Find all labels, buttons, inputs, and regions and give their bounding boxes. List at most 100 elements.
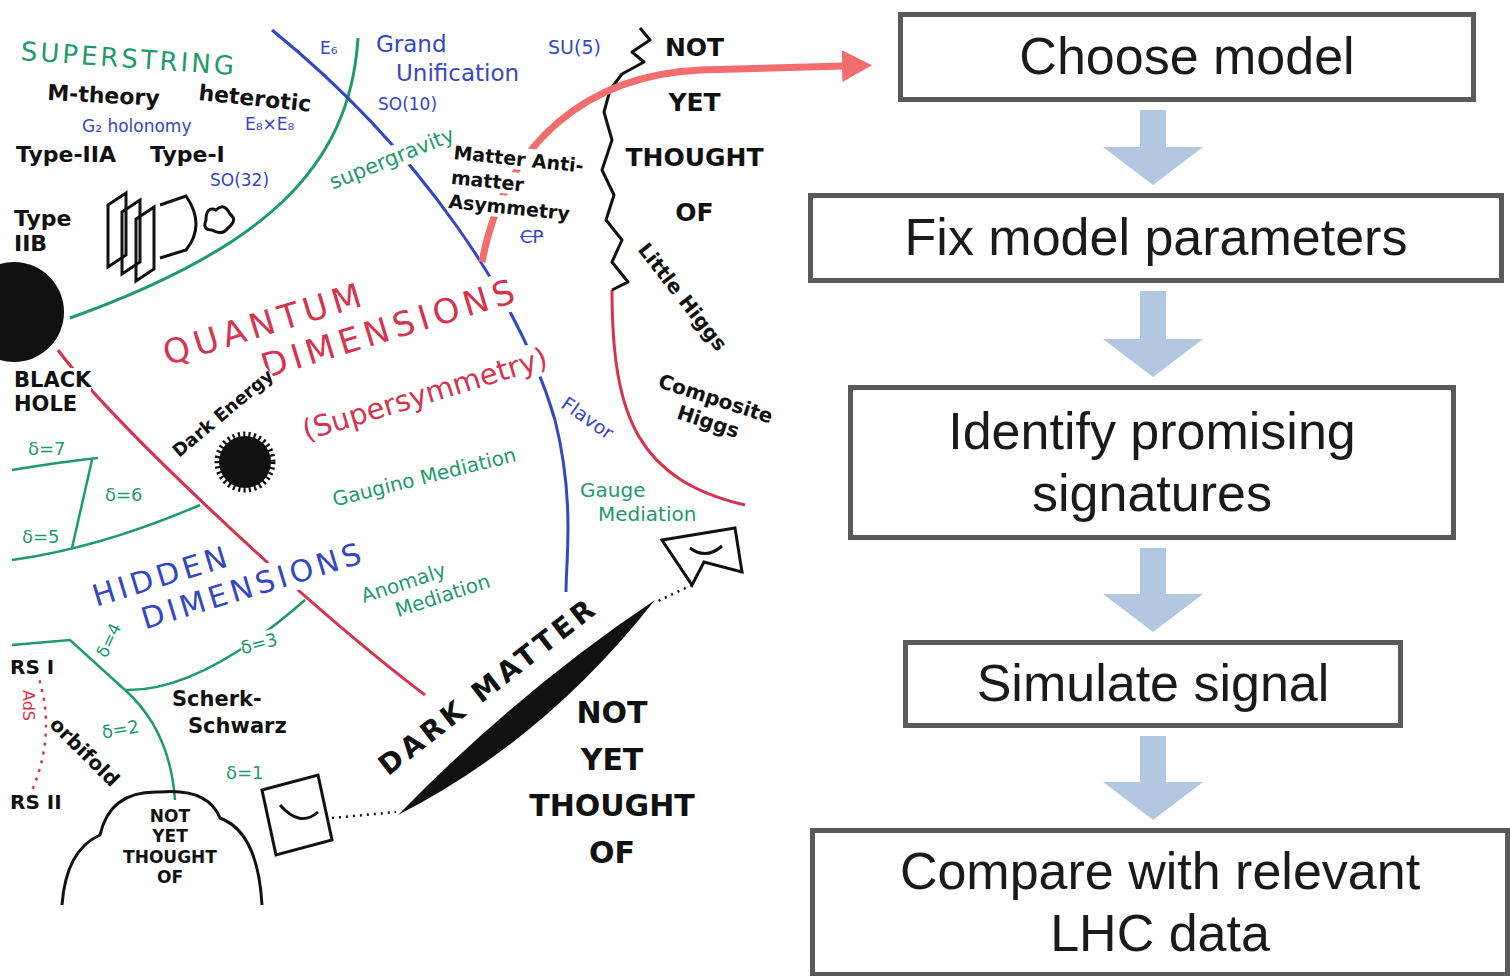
- map-label: HIDDEN DIMENSIONS: [88, 535, 369, 636]
- flow-arrow: [1140, 736, 1166, 782]
- map-label: NOT YET THOUGHT OF: [529, 695, 695, 870]
- map-label: G₂ holonomy: [82, 116, 192, 136]
- process-box: Identify promising signatures: [848, 385, 1456, 540]
- process-box: Fix model parameters: [808, 193, 1504, 283]
- map-label-holder: Type-IIA: [16, 142, 116, 168]
- map-label: δ=1: [226, 762, 264, 783]
- map-label: Type-I: [150, 142, 225, 167]
- delta-cell-line: [72, 460, 92, 548]
- map-label: NOT YET THOUGHT OF: [625, 33, 763, 227]
- map-label: Anomaly Mediation: [358, 558, 493, 622]
- map-label-holder: Composite Higgs: [645, 368, 779, 452]
- map-label: Grand Unification: [376, 31, 519, 86]
- delta-cell-line: [12, 505, 200, 560]
- map-label: δ=5: [22, 526, 60, 547]
- map-label-holder: SU(5): [548, 36, 601, 59]
- map-label: SO(10): [378, 94, 437, 114]
- map-label: M-theory: [47, 80, 161, 111]
- map-label-holder: NOT YET THOUGHT OF: [622, 20, 767, 240]
- map-label: Gauge Mediation: [580, 478, 696, 526]
- map-label: BLACK HOLE: [14, 368, 91, 416]
- map-label: δ=7: [28, 438, 66, 459]
- map-label: Gaugino Mediation: [330, 442, 519, 511]
- unknown-region-outline: [62, 792, 262, 905]
- map-label: RS I: [10, 655, 54, 679]
- map-label-holder: Anomaly Mediation: [358, 533, 533, 631]
- map-label-holder: E₈×E₈: [245, 114, 294, 134]
- map-label: Composite Higgs: [655, 369, 776, 443]
- map-label-holder: CP: [520, 226, 543, 248]
- map-label-holder: RS II: [10, 790, 62, 814]
- map-label: RS II: [10, 790, 62, 814]
- process-box: Choose model: [898, 12, 1476, 102]
- string-sketch: [656, 528, 742, 602]
- black-hole: [0, 262, 64, 362]
- map-label: NOT YET THOUGHT OF: [123, 806, 217, 887]
- map-label-holder: Type IIB: [14, 206, 84, 257]
- map-label-holder: δ=2: [100, 715, 141, 743]
- map-label-holder: SO(32): [210, 170, 269, 190]
- map-label-holder: δ=5: [22, 526, 60, 548]
- map-label: CP: [520, 226, 543, 247]
- map-label: δ=6: [105, 484, 143, 505]
- map-label-holder: Gaugino Mediation: [330, 442, 519, 511]
- map-label-holder: E₆: [320, 38, 338, 58]
- map-label: heterotic: [197, 80, 312, 117]
- map-label: Matter Anti-matter Asymmetry: [447, 141, 584, 225]
- map-label-holder: Matter Anti-matter Asymmetry: [447, 140, 606, 230]
- delta-cell-line: [125, 690, 175, 800]
- map-label: SUPERSTRING: [20, 36, 238, 81]
- map-label-holder: Flavor: [557, 392, 618, 444]
- map-label: δ=2: [100, 715, 141, 742]
- flow-arrow: [1140, 548, 1166, 594]
- map-label: E₈×E₈: [245, 114, 294, 134]
- map-label-holder: δ=3: [238, 628, 280, 659]
- map-label: SU(5): [548, 36, 601, 58]
- box-text: Identify promising signatures: [873, 401, 1431, 524]
- map-label-holder: RS I: [10, 655, 54, 679]
- map-label: Type-IIA: [16, 142, 116, 167]
- map-label: supergravity: [326, 122, 458, 194]
- map-label-holder: Grand Unification: [376, 30, 566, 88]
- map-label-holder: BLACK HOLE: [14, 368, 104, 416]
- box-text: Compare with relevant LHC data: [865, 841, 1455, 964]
- brane-sketch: [108, 193, 234, 281]
- box-text: Fix model parameters: [905, 207, 1408, 268]
- map-label-holder: δ=7: [28, 438, 66, 460]
- map-label-holder: QUANTUM DIMENSIONS: [158, 212, 584, 413]
- flow-arrow: [1140, 291, 1166, 339]
- map-label-holder: NOT YET THOUGHT OF: [522, 690, 702, 876]
- map-label-holder: heterotic: [197, 80, 312, 118]
- map-label-holder: HIDDEN DIMENSIONS: [88, 491, 401, 649]
- box-text: Choose model: [1019, 26, 1354, 87]
- superstring-boundary: [70, 38, 358, 318]
- delta-cell-line: [12, 458, 98, 470]
- map-label-holder: δ=1: [226, 762, 264, 784]
- string-sketch: [262, 775, 396, 855]
- map-label: Scherk-Schwarz: [172, 687, 287, 738]
- map-label-holder: SUPERSTRING: [20, 36, 238, 82]
- dark-energy-blob: [219, 436, 271, 488]
- map-label-holder: SO(10): [378, 94, 437, 114]
- map-label: Type IIB: [14, 206, 71, 256]
- map-label: Little Higgs: [633, 238, 732, 355]
- map-label-holder: M-theory: [47, 80, 161, 112]
- map-label-holder: Little Higgs: [633, 238, 732, 355]
- map-label: Flavor: [557, 392, 618, 444]
- process-box: Simulate signal: [903, 640, 1403, 728]
- flow-arrow: [1140, 110, 1166, 147]
- map-label-holder: Scherk-Schwarz: [172, 686, 313, 741]
- map-label: δ=4: [92, 620, 125, 661]
- map-label-holder: Type-I: [150, 142, 225, 168]
- map-label-holder: NOT YET THOUGHT OF: [120, 806, 220, 888]
- process-box: Compare with relevant LHC data: [810, 828, 1510, 976]
- map-label-holder: δ=4: [92, 620, 125, 661]
- map-label-holder: G₂ holonomy: [82, 116, 192, 136]
- map-label: SO(32): [210, 170, 269, 190]
- map-label-holder: Gauge Mediation: [580, 478, 738, 526]
- map-label: E₆: [320, 38, 338, 58]
- map-label: δ=3: [238, 628, 280, 658]
- map-label-holder: δ=6: [105, 484, 143, 506]
- map-label-holder: supergravity: [326, 122, 458, 195]
- box-text: Simulate signal: [977, 653, 1330, 714]
